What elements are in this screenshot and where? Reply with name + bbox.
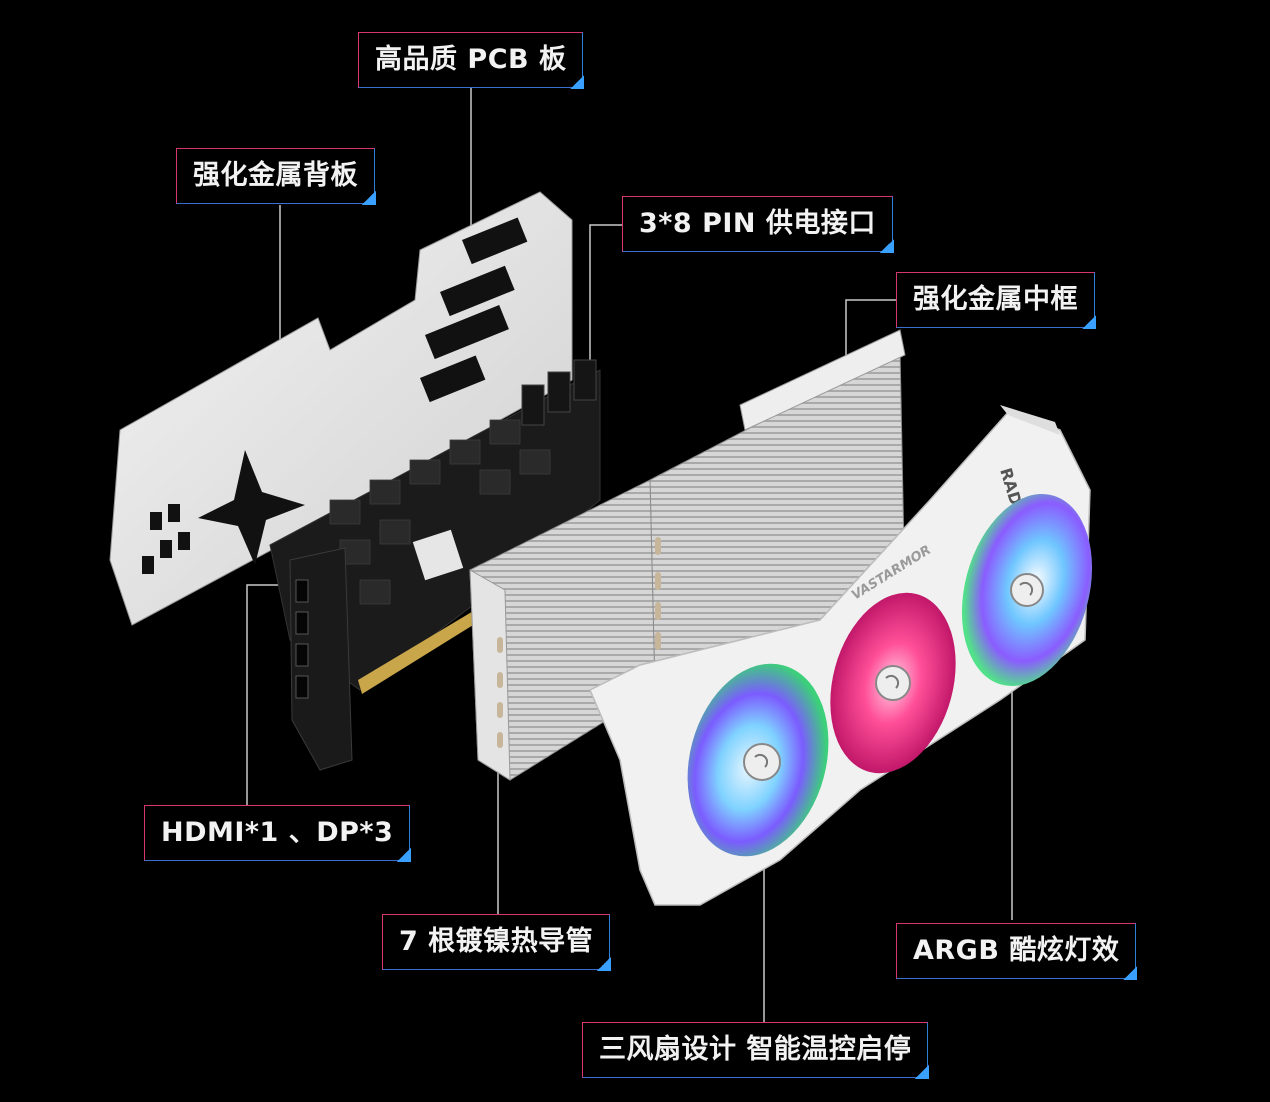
callout-midframe: 强化金属中框 [896,272,1096,329]
callout-fans: 三风扇设计 智能温控启停 [582,1022,930,1079]
callout-backplate: 强化金属背板 [176,148,376,205]
callout-power-connector: 3*8 PIN 供电接口 [622,196,894,253]
callout-heatpipes: 7 根镀镍热导管 [382,914,612,971]
callout-io-ports: HDMI*1 、DP*3 [144,805,412,862]
fan-center [830,592,956,774]
callout-pcb: 高品质 PCB 板 [358,32,585,89]
callout-argb: ARGB 酷炫灯效 [896,923,1138,980]
metal-backplate [109,191,573,626]
fan-right [961,493,1093,687]
fan-left [687,663,829,857]
io-bracket [289,547,353,771]
